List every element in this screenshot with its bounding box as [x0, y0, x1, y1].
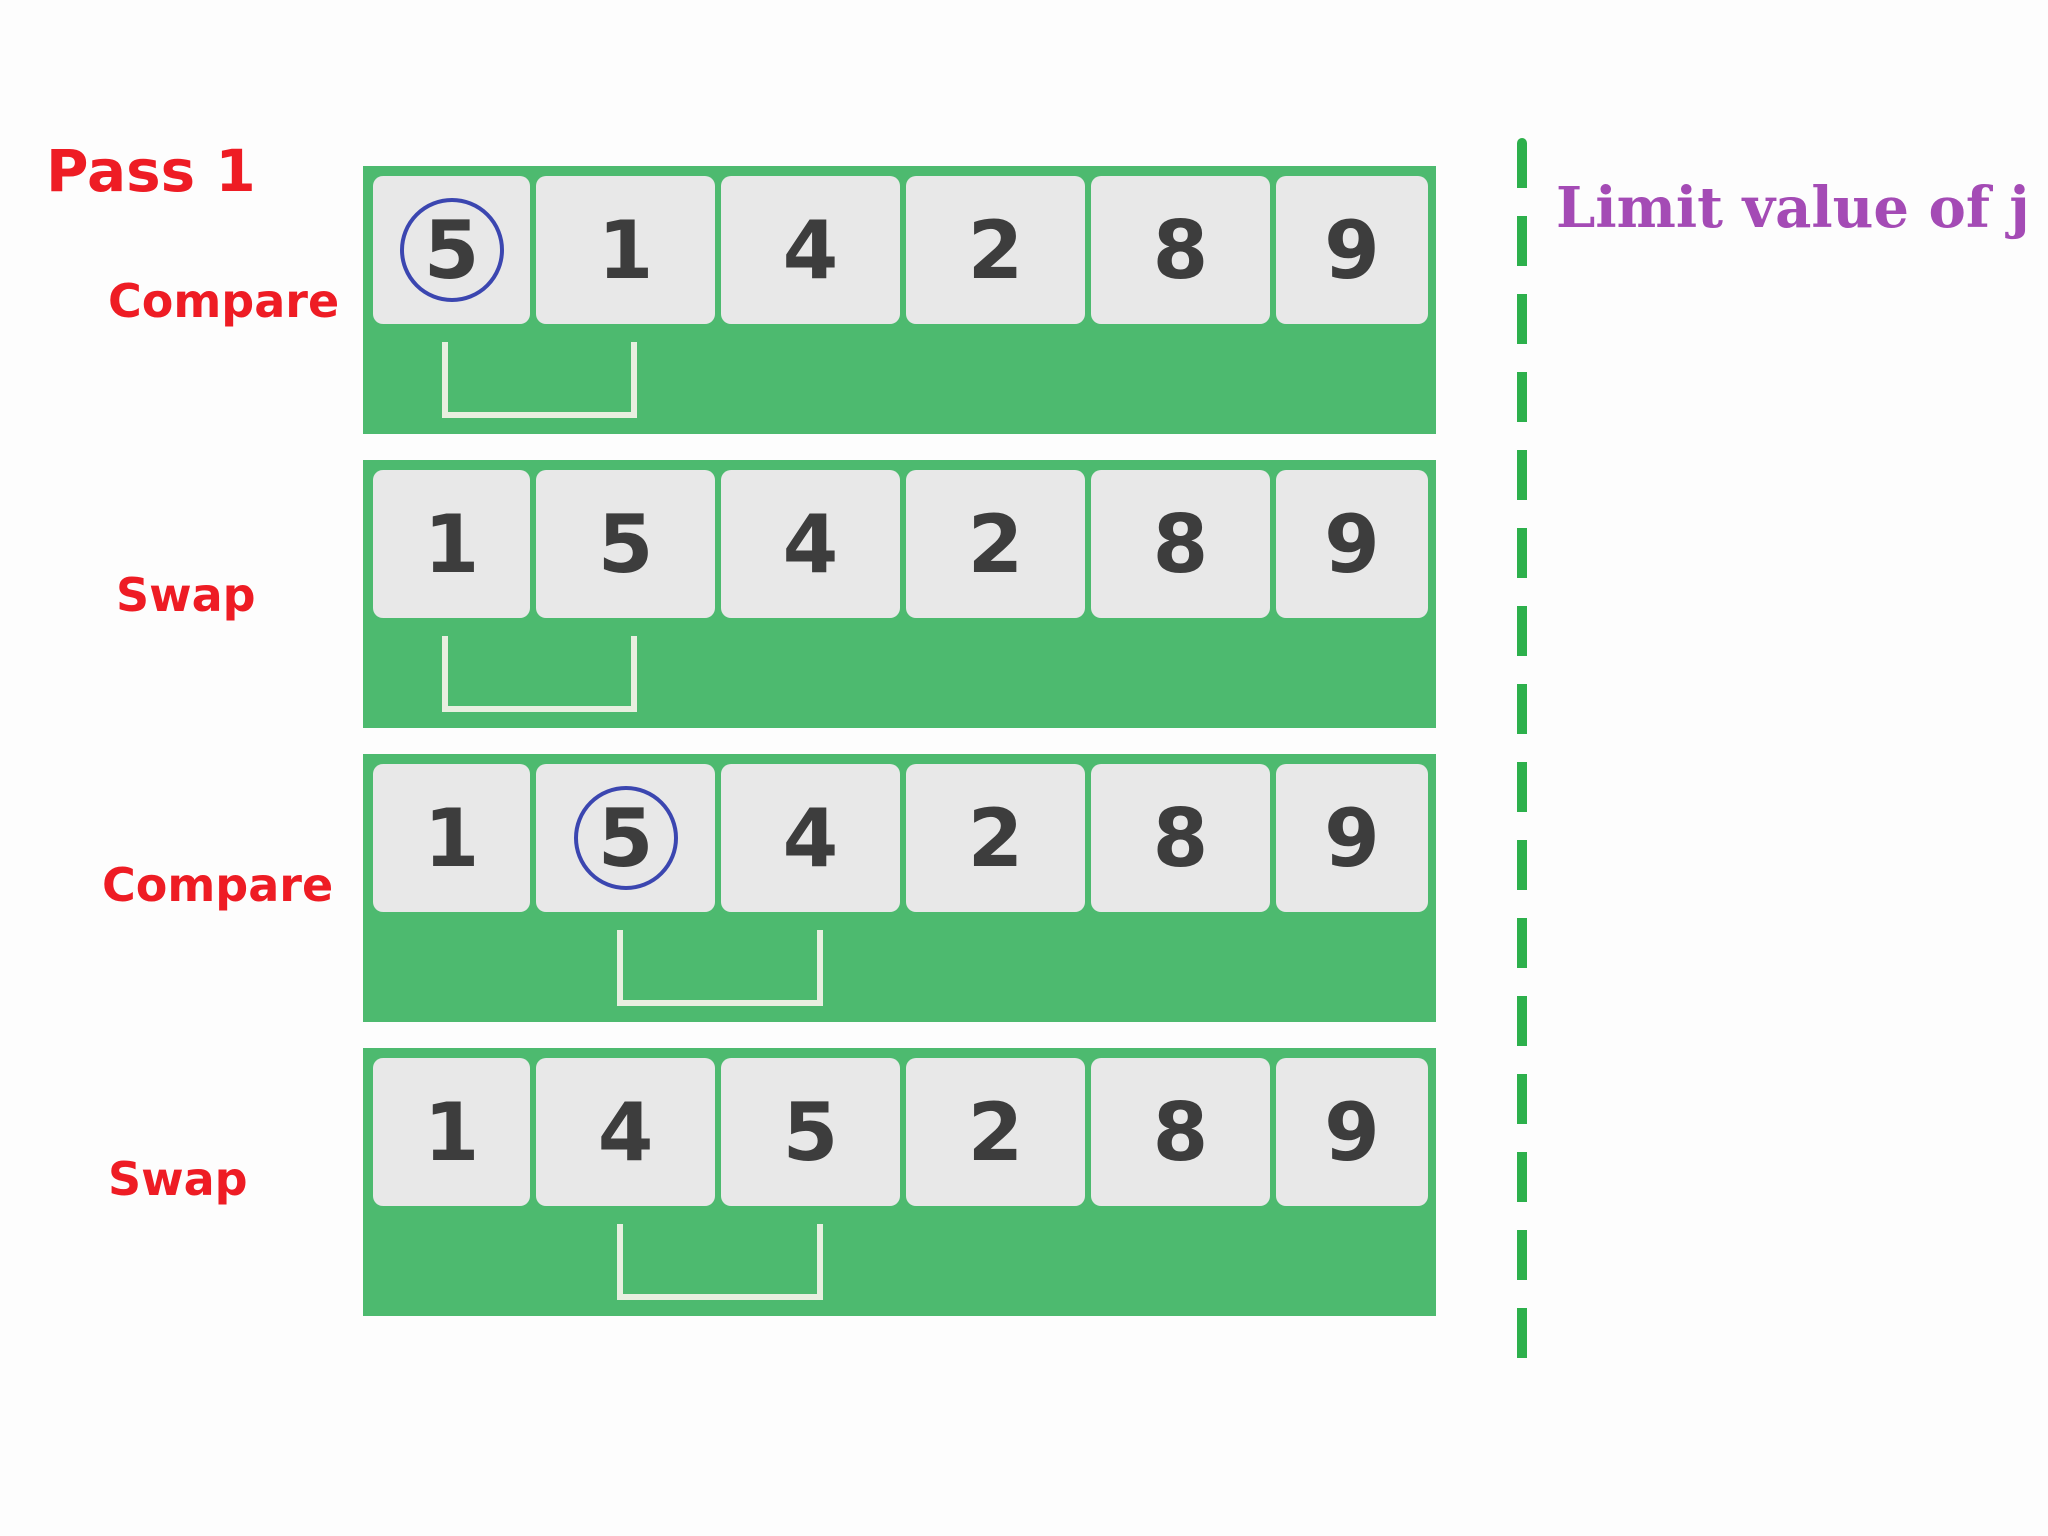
comparison-bracket — [442, 342, 637, 418]
array-cells: 1 4 5 2 8 9 — [373, 1058, 1428, 1206]
array-cell: 1 — [373, 470, 531, 618]
array-cells: 5 1 4 2 8 9 — [373, 176, 1428, 324]
step-label: Compare — [108, 274, 340, 328]
array-cell: 4 — [721, 764, 900, 912]
cell-value: 2 — [967, 497, 1024, 591]
highlight-circle — [573, 786, 678, 890]
cell-value: 1 — [423, 497, 480, 591]
pass-title: Pass 1 — [46, 137, 256, 205]
array-row: 5 1 4 2 8 9 — [363, 166, 1436, 434]
array-cell: 1 — [536, 176, 716, 324]
comparison-bracket — [617, 930, 823, 1006]
cell-value: 9 — [1324, 203, 1380, 297]
cell-value: 4 — [597, 1085, 654, 1179]
cell-value: 8 — [1152, 497, 1209, 591]
cell-value: 1 — [423, 791, 480, 885]
cell-value: 4 — [782, 203, 839, 297]
array-cell: 5 — [373, 176, 531, 324]
cell-value: 9 — [1324, 791, 1380, 885]
cell-value: 5 — [782, 1085, 839, 1179]
array-cell: 9 — [1275, 176, 1428, 324]
array-cell: 8 — [1090, 470, 1270, 618]
cell-value: 2 — [967, 1085, 1024, 1179]
array-cell: 1 — [373, 764, 531, 912]
array-cell: 2 — [905, 1058, 1085, 1206]
step-label: Swap — [108, 1152, 248, 1206]
cell-value: 5 — [423, 203, 480, 297]
array-row: 1 4 5 2 8 9 — [363, 1048, 1436, 1316]
cell-value: 9 — [1324, 497, 1380, 591]
array-cells: 1 5 4 2 8 9 — [373, 764, 1428, 912]
array-cell: 8 — [1090, 764, 1270, 912]
array-cell: 9 — [1275, 470, 1428, 618]
cell-value: 5 — [597, 791, 654, 885]
array-cell: 2 — [905, 470, 1085, 618]
array-cell: 8 — [1090, 176, 1270, 324]
array-cell: 4 — [536, 1058, 716, 1206]
limit-label: Limit value of j — [1556, 175, 2030, 241]
array-cell: 5 — [721, 1058, 900, 1206]
array-cell: 4 — [721, 470, 900, 618]
comparison-bracket — [617, 1224, 823, 1300]
step-label: Swap — [116, 568, 256, 622]
array-cell: 4 — [721, 176, 900, 324]
array-cell: 2 — [905, 764, 1085, 912]
highlight-circle — [399, 198, 504, 302]
limit-boundary-line — [1517, 138, 1527, 1378]
array-cell: 2 — [905, 176, 1085, 324]
cell-value: 8 — [1152, 203, 1209, 297]
cell-value: 8 — [1152, 1085, 1209, 1179]
cell-value: 2 — [967, 791, 1024, 885]
array-row: 1 5 4 2 8 9 — [363, 754, 1436, 1022]
cell-value: 2 — [967, 203, 1024, 297]
array-cell: 9 — [1275, 1058, 1428, 1206]
cell-value: 4 — [782, 497, 839, 591]
cell-value: 1 — [423, 1085, 480, 1179]
cell-value: 5 — [597, 497, 654, 591]
cell-value: 8 — [1152, 791, 1209, 885]
comparison-bracket — [442, 636, 637, 712]
cell-value: 1 — [597, 203, 654, 297]
array-cells: 1 5 4 2 8 9 — [373, 470, 1428, 618]
cell-value: 9 — [1324, 1085, 1380, 1179]
array-row: 1 5 4 2 8 9 — [363, 460, 1436, 728]
cell-value: 4 — [782, 791, 839, 885]
step-label: Compare — [102, 858, 334, 912]
array-cell: 8 — [1090, 1058, 1270, 1206]
array-cell: 5 — [536, 470, 716, 618]
array-cell: 1 — [373, 1058, 531, 1206]
array-cell: 5 — [536, 764, 716, 912]
array-cell: 9 — [1275, 764, 1428, 912]
